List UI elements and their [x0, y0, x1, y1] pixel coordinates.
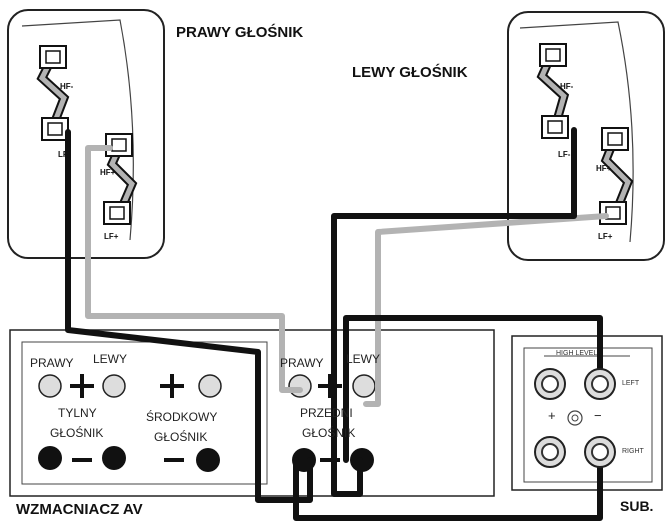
sub-connector-left-minus — [584, 368, 616, 400]
sub-minus-symbol: − — [594, 408, 602, 423]
right-speaker-label: PRAWY GŁOŚNIK — [176, 24, 304, 41]
center-speaker-line1: ŚRODKOWY — [146, 410, 218, 424]
rear-right-label: PRAWY — [30, 356, 74, 370]
rear-left-label: LEWY — [93, 352, 128, 366]
sub-plus-symbol: + — [548, 408, 556, 423]
center-plus-terminal — [198, 374, 222, 398]
left-lf-minus-label: LF- — [558, 150, 571, 159]
right-bridge-wire-grey — [38, 59, 67, 127]
grey-wire-right-speaker-plus — [85, 145, 303, 393]
sub-ground-screw — [567, 410, 583, 426]
left-speaker-inner-line — [519, 21, 634, 243]
binding-post-left-hf-minus — [539, 43, 567, 67]
front-speaker-line2: GŁOŚNIK — [302, 426, 356, 440]
binding-post-right-hf-minus — [39, 45, 67, 69]
black-wire-front-left-to-sub — [343, 315, 603, 463]
front-speaker-line1: PRZEDNI — [300, 406, 353, 420]
binding-post-right-lf-plus — [103, 201, 131, 225]
rear-left-minus-terminal — [102, 446, 126, 470]
rear-right-plus-terminal — [38, 374, 62, 398]
sub-label: SUB. — [620, 498, 654, 514]
sub-inner-panel — [523, 347, 653, 483]
black-wires — [65, 127, 603, 521]
center-speaker-line2: GŁOŚNIK — [154, 430, 208, 444]
sub-left-label: LEFT — [622, 380, 640, 387]
binding-post-right-lf-minus — [41, 117, 69, 141]
sub-box — [511, 335, 663, 491]
black-wire-right-speaker-minus — [65, 129, 313, 503]
right-lf-plus-label: LF+ — [104, 232, 119, 241]
black-wire-left-speaker-minus — [331, 127, 577, 497]
left-hf-minus-label: HF- — [560, 82, 574, 91]
sub-connector-right-minus — [584, 436, 616, 468]
front-right-label: PRAWY — [280, 356, 324, 370]
front-left-plus-terminal — [352, 374, 376, 398]
right-hf-minus-label: HF- — [60, 82, 74, 91]
left-lf-plus-label: LF+ — [598, 232, 613, 241]
center-minus-terminal — [196, 448, 220, 472]
front-left-label: LEWY — [346, 352, 381, 366]
amplifier-inner-panel — [21, 341, 268, 485]
sub-high-level-label: HIGH LEVEL — [556, 350, 598, 357]
rear-speaker-line2: GŁOŚNIK — [50, 426, 104, 440]
plus-minus-marks — [70, 374, 342, 462]
sub-connector-left-plus — [534, 368, 566, 400]
amplifier-label: WZMACNIACZ AV — [16, 501, 143, 518]
sub-right-label: RIGHT — [622, 448, 644, 455]
binding-post-left-lf-minus — [541, 115, 569, 139]
binding-post-left-hf-plus — [601, 127, 629, 151]
right-lf-minus-label: LF- — [58, 150, 71, 159]
amplifier-box — [9, 329, 495, 497]
front-right-plus-terminal — [288, 374, 312, 398]
rear-left-plus-terminal — [102, 374, 126, 398]
black-wire-front-right-to-sub — [293, 449, 603, 521]
left-hf-plus-label: HF+ — [596, 164, 612, 173]
rear-right-minus-terminal — [38, 446, 62, 470]
sub-connector-right-plus — [534, 436, 566, 468]
right-speaker-inner-line — [21, 19, 134, 241]
rear-speaker-line1: TYLNY — [58, 406, 97, 420]
left-speaker-label: LEWY GŁOŚNIK — [352, 64, 468, 81]
binding-post-left-lf-plus — [599, 201, 627, 225]
binding-post-right-hf-plus — [105, 133, 133, 157]
right-hf-plus-label: HF+ — [100, 168, 116, 177]
